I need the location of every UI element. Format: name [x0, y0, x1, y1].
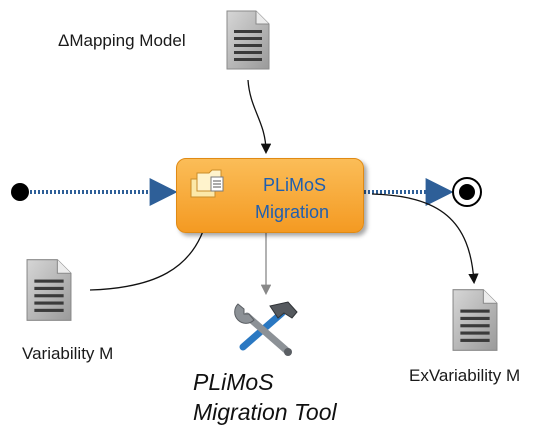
tool-label-line2: Migration Tool [193, 399, 337, 425]
variability-model-document-icon [26, 259, 72, 321]
exvariability-model-document-icon [452, 289, 498, 351]
process-title-line2: Migration [255, 202, 330, 222]
exvariability-model-label: ExVariability M [409, 366, 521, 385]
end-node-core [459, 184, 475, 200]
wrench-hammer-icon [234, 301, 298, 356]
tool-label-line1: PLiMoS [193, 369, 274, 395]
process-title-line1: PLiMoS [263, 175, 327, 195]
exvariability-model-arrow [371, 193, 479, 285]
variability-model-label: Variability M [22, 344, 114, 363]
plimos-migration-process[interactable]: PLiMoS Migration [176, 158, 364, 233]
mapping-model-label: ΔMapping Model [58, 31, 186, 50]
mapping-model-arrow [247, 79, 272, 155]
folders-icon [190, 169, 224, 198]
start-node [11, 183, 29, 201]
mapping-model-document-icon [226, 10, 270, 70]
